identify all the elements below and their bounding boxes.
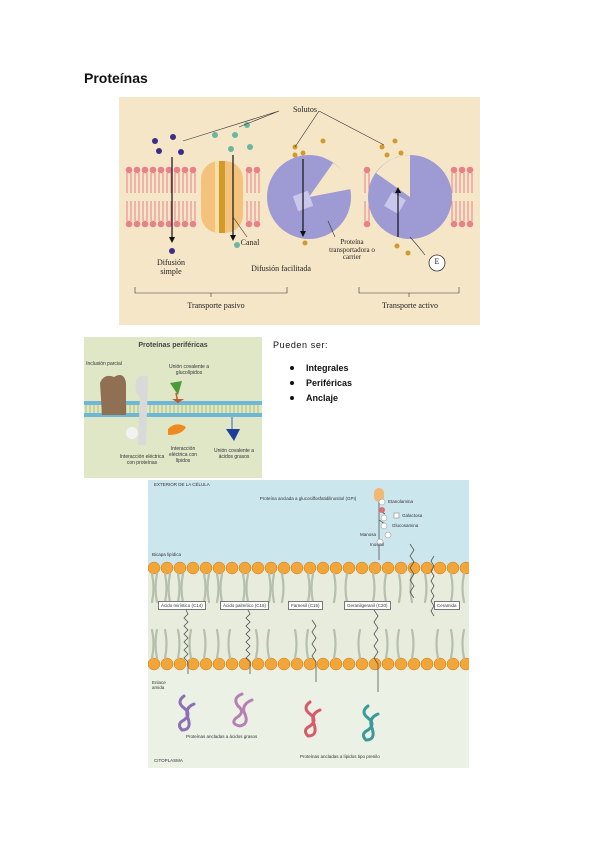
page-title: Proteínas — [84, 70, 148, 86]
inositol-label: Inositol — [370, 542, 385, 547]
channel-label: Canal — [240, 238, 260, 247]
list-item-label: Integrales — [306, 362, 349, 373]
list-item-label: Anclaje — [306, 392, 339, 403]
anchored-diagram — [148, 480, 469, 768]
active-transport-label: Transporte activo — [382, 301, 438, 310]
energy-label: E — [434, 257, 440, 266]
list-item: Anclaje — [290, 390, 352, 405]
peripheral-diagram — [84, 375, 262, 445]
simple-diffusion-label: Difusión simple — [157, 258, 185, 276]
transport-figure: Solutos Difusión simple Canal Difusión f… — [119, 97, 480, 325]
amide-bond-label: Enlace amida — [152, 680, 166, 691]
passive-transport-label: Transporte pasivo — [187, 301, 245, 310]
exterior-label: EXTERIOR DE LA CÉLULA — [154, 482, 210, 487]
bullet-icon — [290, 395, 294, 400]
myristic-label: Ácido mirístico (C14) — [158, 601, 206, 610]
ethanolamine-label: Etanolamina — [388, 499, 414, 504]
solutes-label: Solutos — [292, 105, 317, 114]
facilitated-diffusion-label: Difusión facilitada — [251, 264, 311, 273]
cytoplasm-label: CITOPLASMA — [154, 758, 183, 763]
intro-text: Pueden ser: — [273, 340, 329, 350]
farnesyl-label: Farnesil (C15) — [288, 601, 323, 610]
peripheral-proteins-figure: Proteínas periféricas Inclusión parcial … — [84, 337, 262, 478]
bullet-icon — [290, 380, 294, 385]
mannose-label: Manosa — [360, 532, 377, 537]
bullet-icon — [290, 365, 294, 370]
lipid-interaction-label: Interacción eléctrica con lípidos — [168, 446, 198, 464]
glucosamine-label: Glucosamina — [392, 523, 419, 528]
prenyl-anchored-label: Proteínas ancladas a lípidos tipo prenil… — [300, 754, 380, 759]
bilayer-label: Bicapa lipídica — [152, 552, 182, 557]
protein-interaction-label: Interacción eléctrica con proteínas — [119, 454, 165, 466]
geranylgeranyl-label: Geranilgeranil (C20) — [344, 601, 391, 610]
galactose-label: Galactosa — [402, 513, 423, 518]
list-item: Periféricas — [290, 375, 352, 390]
list-item-label: Periféricas — [306, 377, 353, 388]
carrier-label: Proteína transportadora o carrier — [329, 238, 375, 262]
palmitic-label: Ácido palmítico (C16) — [220, 601, 270, 610]
transport-diagram — [125, 110, 474, 297]
list-item: Integrales — [290, 360, 352, 375]
fatty-acid-binding-label: Unión covalente a ácidos grasos — [213, 448, 255, 460]
gpi-protein-label: Proteína anclada a glucosilfosfatidilino… — [259, 496, 357, 501]
protein-types-list: Integrales Periféricas Anclaje — [290, 360, 352, 405]
partial-inclusion-label: Inclusión parcial — [86, 361, 122, 367]
glycolipid-binding-label: Unión covalente a glucolípidos — [168, 364, 210, 376]
anchored-proteins-figure: EXTERIOR DE LA CÉLULA Proteína anclada a… — [148, 480, 469, 768]
peripheral-title: Proteínas periféricas — [138, 342, 208, 349]
ceramide-label: Ceramida — [434, 601, 460, 610]
acid-anchored-label: Proteínas ancladas a ácidos grasos — [186, 734, 258, 739]
